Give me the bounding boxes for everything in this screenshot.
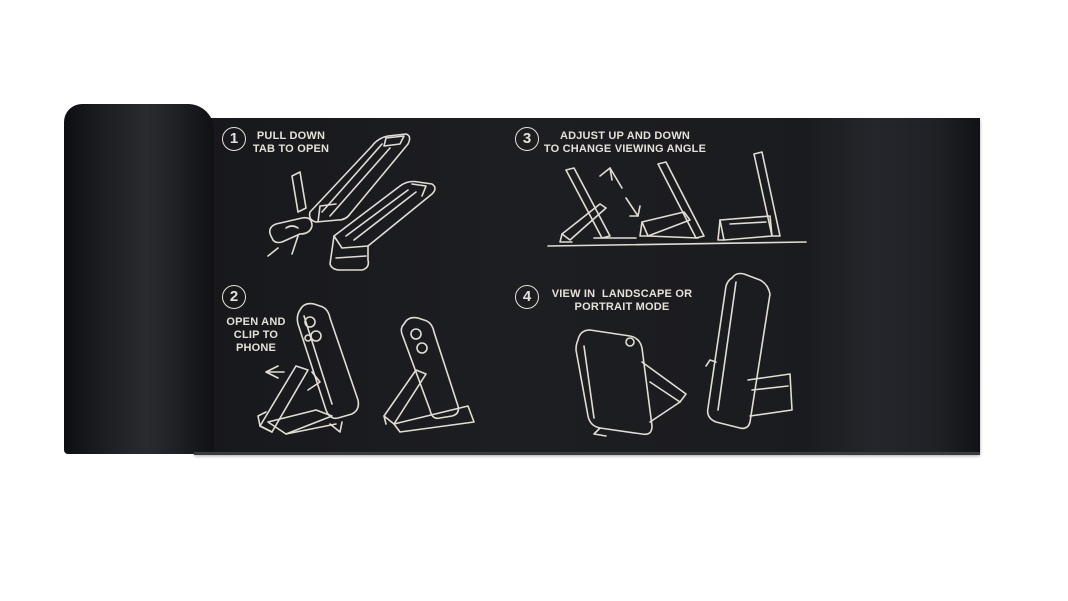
- stand-hinge-roll: [64, 104, 214, 454]
- portrait-phone-icon: [705, 272, 793, 430]
- phone-clip-icon: [257, 302, 360, 435]
- step-4-number: 4: [515, 285, 539, 309]
- hand-pull-icon: [267, 171, 313, 257]
- stand-open-icon: [329, 180, 436, 271]
- step-2-text: OPEN AND CLIP TO PHONE: [226, 316, 286, 354]
- angle-adjust-icon: [547, 151, 807, 247]
- landscape-phone-icon: [575, 329, 687, 437]
- step-2-number: 2: [222, 285, 246, 309]
- stand-folded-icon: [308, 133, 411, 223]
- step-3-number: 3: [515, 127, 539, 151]
- stand-right-fold: [804, 118, 980, 454]
- plate-bottom-edge: [194, 452, 980, 455]
- step-1-number: 1: [222, 127, 246, 151]
- phone-stand: [64, 104, 982, 456]
- step-3-text: ADJUST UP AND DOWN TO CHANGE VIEWING ANG…: [543, 130, 707, 155]
- step-1-text: PULL DOWN TAB TO OPEN: [252, 130, 330, 155]
- phone-clip-icon-2: [383, 316, 475, 433]
- step-4-text: VIEW IN LANDSCAPE OR PORTRAIT MODE: [551, 288, 693, 313]
